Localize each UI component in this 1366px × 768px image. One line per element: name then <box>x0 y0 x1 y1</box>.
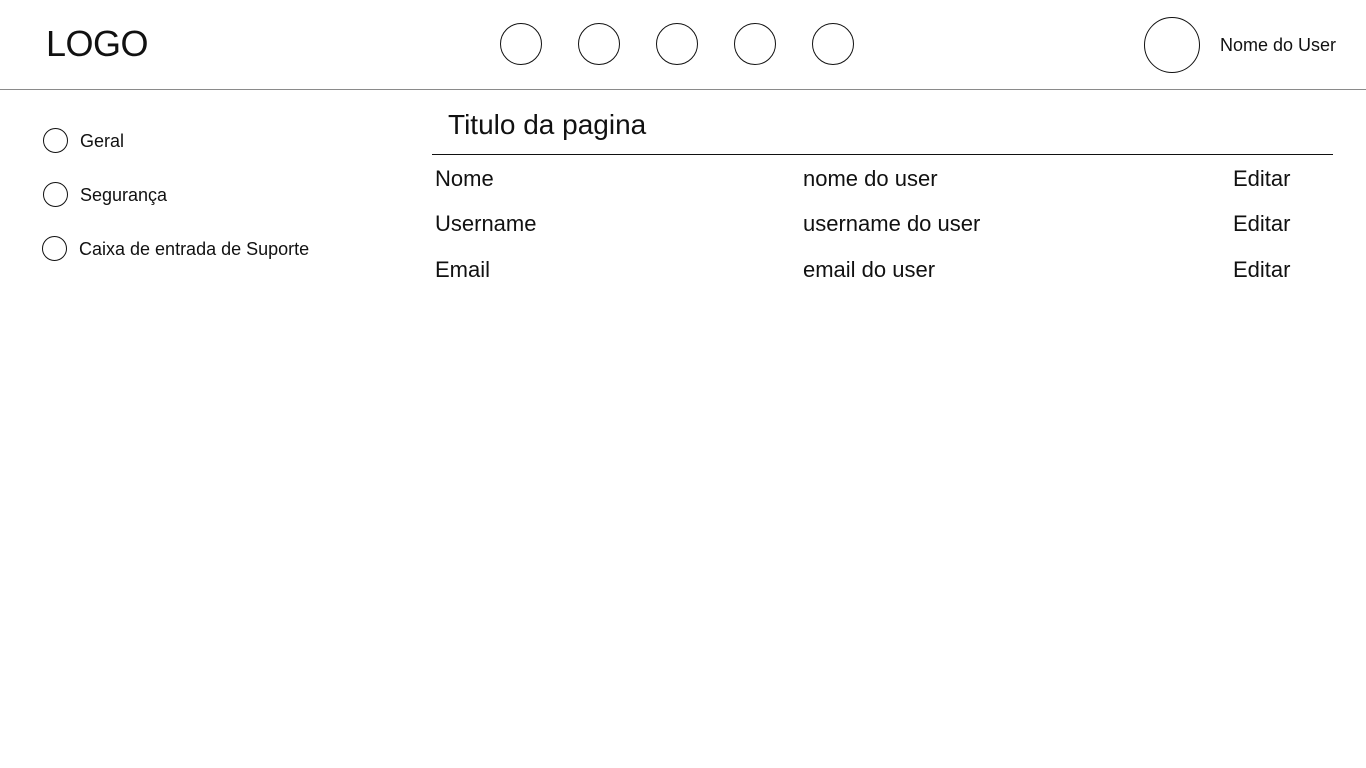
sidebar-item-label: Segurança <box>80 184 168 205</box>
user-avatar-icon[interactable] <box>1144 17 1200 73</box>
table-row: Nome nome do user Editar <box>432 165 1333 195</box>
logo: LOGO <box>46 23 149 64</box>
sidebar-item-label: Caixa de entrada de Suporte <box>79 238 310 259</box>
nav-icon-5[interactable] <box>812 23 854 65</box>
field-label: Username <box>435 211 537 236</box>
top-nav <box>500 23 854 67</box>
page-title: Titulo da pagina <box>448 109 647 140</box>
edit-username-button[interactable]: Editar <box>1233 211 1291 236</box>
nav-icon-1[interactable] <box>500 23 542 65</box>
sidebar-item-geral[interactable]: Geral <box>43 128 124 153</box>
nav-icon-2[interactable] <box>578 23 620 65</box>
nav-icon-4[interactable] <box>734 23 776 65</box>
field-value: email do user <box>803 257 936 282</box>
user-name[interactable]: Nome do User <box>1220 35 1337 55</box>
edit-email-button[interactable]: Editar <box>1233 257 1291 282</box>
table-row: Email email do user Editar <box>432 256 1333 286</box>
field-label: Email <box>435 257 491 282</box>
table-row: Username username do user Editar <box>432 210 1333 240</box>
title-divider <box>432 154 1333 155</box>
sidebar-seguranca-icon <box>43 182 68 207</box>
sidebar-item-label: Geral <box>80 130 125 151</box>
sidebar-item-suporte[interactable]: Caixa de entrada de Suporte <box>42 236 309 261</box>
edit-nome-button[interactable]: Editar <box>1233 166 1291 191</box>
field-label: Nome <box>435 166 494 191</box>
sidebar-item-seguranca[interactable]: Segurança <box>43 182 167 207</box>
top-header: LOGO Nome do User <box>0 0 1366 90</box>
sidebar-geral-icon <box>43 128 68 153</box>
nav-icon-3[interactable] <box>656 23 698 65</box>
sidebar-suporte-icon <box>42 236 67 261</box>
field-value: username do user <box>803 211 981 236</box>
field-value: nome do user <box>803 166 938 191</box>
